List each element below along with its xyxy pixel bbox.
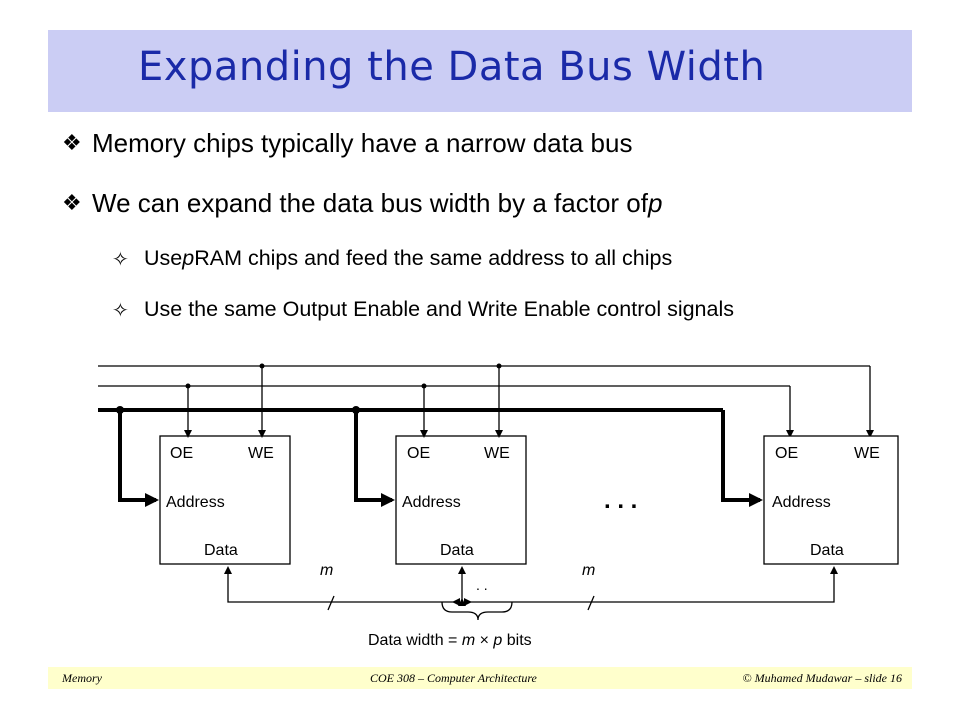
junction-dot [496, 363, 502, 369]
chip-data-label: Data [440, 542, 474, 559]
bullet-2-italic: p [647, 188, 663, 218]
address-line [354, 410, 395, 507]
bus-width-slash-1 [327, 595, 335, 611]
chip-oe-label: OE [775, 445, 798, 462]
bus-width-slash-2 [587, 595, 595, 611]
chip-we-label: WE [854, 445, 880, 462]
four-point-star-icon: ✧ [112, 297, 129, 322]
chips-ellipsis: . . . [604, 487, 637, 514]
chip-address-label: Address [402, 494, 461, 511]
junction-dot [185, 383, 191, 389]
data-width-brace [441, 601, 513, 621]
sub-bullet-1-text-after: RAM chips and feed the same address to a… [194, 246, 673, 270]
address-line-chip-3 [721, 410, 763, 507]
data-width-label: Data width = m × p bits [368, 632, 532, 649]
ram-chip-1: OE WE Address Data [116, 363, 291, 565]
title-bar: Expanding the Data Bus Width [48, 30, 912, 112]
chip-data-label: Data [810, 542, 844, 559]
junction-dot [116, 406, 124, 414]
chip-we-label: WE [484, 445, 510, 462]
chip-oe-label: OE [407, 445, 430, 462]
chip-box [395, 435, 527, 565]
bullet-2-text: We can expand the data bus width by a fa… [92, 188, 648, 218]
bus-label-m-2: m [582, 562, 595, 579]
footer: Memory COE 308 – Computer Architecture ©… [48, 667, 912, 689]
chip-oe-label: OE [170, 445, 193, 462]
bullet-1: ❖ Memory chips typically have a narrow d… [62, 128, 632, 159]
data-line-chip-1 [224, 566, 460, 606]
chip-address-label: Address [166, 494, 225, 511]
sub-bullet-1: ✧ Use p RAM chips and feed the same addr… [112, 246, 672, 271]
junction-dot [259, 363, 265, 369]
sub-bullet-1-italic: p [182, 246, 195, 270]
junction-dot [421, 383, 427, 389]
data-width-prefix: Data width = [368, 632, 462, 649]
ram-chip-2: OE WE Address Data [352, 363, 527, 565]
four-point-star-icon: ✧ [112, 246, 129, 271]
footer-left: Memory [62, 671, 102, 685]
sub-bullet-2: ✧ Use the same Output Enable and Write E… [112, 297, 734, 322]
chip-box [159, 435, 291, 565]
chip-we-label: WE [248, 445, 274, 462]
data-width-suffix: bits [502, 632, 531, 649]
data-dots: . . [476, 577, 488, 593]
address-line [118, 410, 159, 507]
diamond-four-icon: ❖ [62, 191, 82, 216]
footer-right: © Muhamed Mudawar – slide 16 [742, 671, 902, 685]
sub-bullet-1-text-before: Use [144, 246, 183, 270]
bullet-1-text: Memory chips typically have a narrow dat… [92, 128, 633, 158]
junction-dot [352, 406, 360, 414]
bus-label-m-1: m [320, 562, 333, 579]
page-title: Expanding the Data Bus Width [138, 44, 766, 90]
footer-center: COE 308 – Computer Architecture [370, 671, 537, 685]
data-width-times: × [475, 632, 493, 649]
chip-address-label: Address [772, 494, 831, 511]
data-width-m: m [462, 632, 475, 649]
bullet-2: ❖ We can expand the data bus width by a … [62, 188, 662, 219]
chip-data-label: Data [204, 542, 238, 559]
data-line-chip-3 [464, 566, 838, 606]
chip-box [763, 435, 899, 565]
ram-chip-3: OE WE Address Data [763, 435, 899, 565]
sub-bullet-2-text: Use the same Output Enable and Write Ena… [144, 297, 734, 321]
diamond-four-icon: ❖ [62, 131, 82, 156]
data-width-p: p [492, 632, 502, 649]
